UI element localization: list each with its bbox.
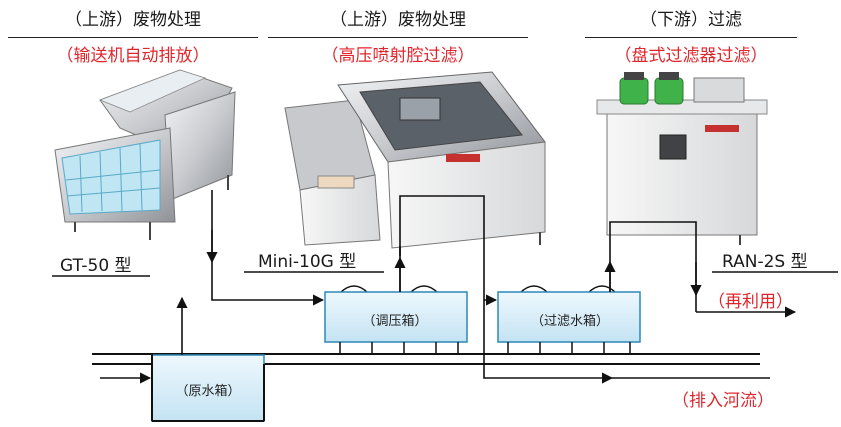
header-title: （上游）废物处理 bbox=[330, 10, 466, 30]
header-divider bbox=[268, 37, 528, 38]
arrow-adjust-to-filter bbox=[399, 195, 498, 306]
mini10g-label: Mini-10G 型 bbox=[258, 252, 357, 272]
discharge-label: （排入河流） bbox=[672, 391, 774, 411]
arrow-discharge bbox=[483, 300, 614, 384]
arrow-gt50-to-adjust bbox=[211, 190, 325, 306]
adjust-tank bbox=[324, 285, 468, 354]
mini10g-machine-illustration bbox=[284, 71, 546, 256]
reuse-label: （再利用） bbox=[708, 292, 793, 312]
header-subtitle: （输送机自动排放） bbox=[56, 46, 210, 66]
filter-tank-label: （过滤水箱） bbox=[530, 314, 609, 329]
header-upstream-spray: （上游）废物处理 （高压喷射腔过滤） bbox=[268, 8, 528, 66]
filter-water-tank bbox=[497, 285, 641, 354]
header-subtitle: （盘式过滤器过滤） bbox=[614, 46, 768, 66]
flow-lines bbox=[100, 190, 797, 384]
raw-tank-label: （原水箱） bbox=[175, 384, 241, 399]
header-divider bbox=[585, 37, 797, 38]
header-title: （下游）过滤 bbox=[640, 10, 742, 30]
header-downstream-filter: （下游）过滤 （盘式过滤器过滤） bbox=[585, 8, 797, 66]
label-underlines bbox=[52, 271, 838, 277]
ran2s-label: RAN-2S 型 bbox=[722, 252, 808, 272]
header-divider bbox=[8, 37, 258, 38]
raw-water-tank bbox=[151, 354, 265, 422]
ran2s-machine-illustration bbox=[596, 72, 768, 245]
adjust-tank-label: （调压箱） bbox=[362, 314, 428, 329]
header-subtitle: （高压喷射腔过滤） bbox=[321, 46, 475, 66]
header-upstream-conveyor: （上游）废物处理 （输送机自动排放） bbox=[8, 8, 258, 66]
gt50-label: GT-50 型 bbox=[60, 256, 132, 276]
header-title: （上游）废物处理 bbox=[65, 10, 201, 30]
gt50-machine-illustration bbox=[54, 69, 236, 240]
drain-channel bbox=[92, 353, 760, 365]
